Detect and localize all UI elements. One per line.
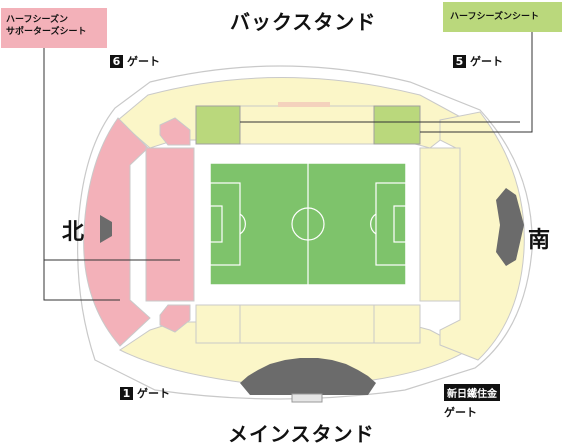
legend-half-season-supporter-line2: サポーターズシート xyxy=(6,27,87,37)
back-stand-label: バックスタンド xyxy=(230,10,377,34)
sponsor-gate-label: ゲート xyxy=(444,406,477,419)
gate-6: 6 ゲート xyxy=(110,53,160,69)
south-label: 南 xyxy=(528,228,551,253)
leader-green xyxy=(420,32,533,133)
main-stand-roof xyxy=(240,358,376,395)
south-inner-block xyxy=(419,147,461,302)
scoreboard-north xyxy=(100,215,112,243)
legend-half-season-supporter-line1: ハーフシーズン xyxy=(6,15,69,25)
north-corner-bottom xyxy=(159,304,191,333)
gate-1-number: 1 xyxy=(120,386,133,400)
gate-5: 5 ゲート xyxy=(453,53,503,69)
north-label: 北 xyxy=(62,220,85,245)
north-corner-top xyxy=(159,117,191,146)
leader-pink xyxy=(43,48,120,301)
goal-area-left xyxy=(209,205,223,243)
center-circle xyxy=(291,207,325,241)
legend-half-season-supporter: ハーフシーズン サポーターズシート xyxy=(1,8,107,48)
back-box xyxy=(278,102,330,107)
gate-5-number: 5 xyxy=(453,54,466,68)
north-stand-pink xyxy=(83,117,151,347)
gate-6-number: 6 xyxy=(110,54,123,68)
back-green-right xyxy=(373,105,421,145)
main-stand-label: メインスタンド xyxy=(228,422,375,443)
sponsor-gate-name: 新日鐵住金 xyxy=(444,384,500,401)
gate-1-label: ゲート xyxy=(137,387,170,400)
south-stand-seats xyxy=(439,111,525,361)
scoreboard-south xyxy=(496,188,524,266)
north-inner-block xyxy=(145,147,195,302)
goal-area-right xyxy=(393,205,407,243)
gate-5-label: ゲート xyxy=(470,55,503,68)
sponsor-gate: 新日鐵住金 ゲート xyxy=(444,384,500,420)
main-stand-roof-box xyxy=(291,393,323,403)
back-green-left xyxy=(195,105,241,145)
gate-1: 1 ゲート xyxy=(120,385,170,401)
legend-half-season: ハーフシーズンシート xyxy=(443,2,562,32)
gate-6-label: ゲート xyxy=(127,55,160,68)
main-inner-row xyxy=(195,304,421,344)
